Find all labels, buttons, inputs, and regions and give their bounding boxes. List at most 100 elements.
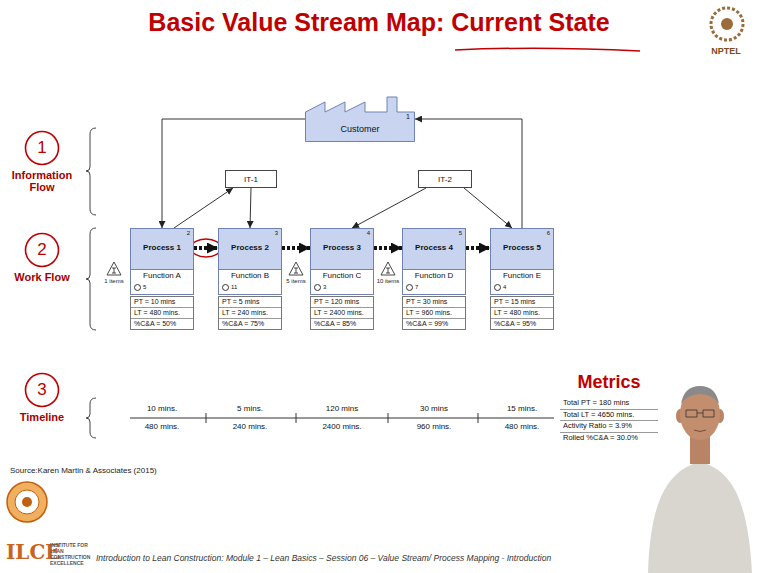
process-body: Function A5 (131, 269, 193, 294)
function-row: Function D (403, 270, 465, 282)
inventory-mark (386, 268, 390, 273)
lead-time: 960 mins. (417, 422, 452, 431)
metric-value: Rolled %C&A = 30.0% (563, 433, 638, 442)
operator-icon (406, 284, 413, 291)
metric-value: Total LT = 4650 mins. (563, 410, 634, 419)
name-row: Process 2 (219, 237, 281, 259)
data-row: LT = 480 mins. (131, 308, 193, 319)
label-slot: ILCE (6, 540, 46, 564)
process-header: 2Process 1 (131, 229, 193, 269)
process-time: 10 mins. (147, 404, 177, 413)
data-row: %C&A = 75% (219, 319, 281, 329)
process-header: 6Process 5 (491, 229, 553, 269)
process-metric: PT = 120 mins (314, 298, 359, 305)
process-metric: %C&A = 75% (222, 320, 264, 327)
label-slot: 30 mins (394, 404, 474, 413)
number-row: 4 (311, 229, 373, 237)
process-header: 4Process 3 (311, 229, 373, 269)
callout-number: 4 (367, 230, 370, 236)
process-time: 5 mins. (237, 404, 263, 413)
data-row: LT = 480 mins. (491, 308, 553, 319)
brackets (86, 128, 96, 438)
bracket (86, 228, 96, 330)
data-box: PT = 10 minsLT = 480 mins.%C&A = 50% (130, 296, 194, 330)
callout-number: 6 (547, 230, 550, 236)
label-slot: 480 mins. (482, 422, 562, 431)
section-number: 2 (37, 240, 46, 259)
operator-row: 7 (403, 282, 465, 292)
data-row: LT = 240 mins. (219, 308, 281, 319)
label-slot: 120 mins (302, 404, 382, 413)
label-slot: 15 mins. (482, 404, 562, 413)
inventory-count: 10 items (377, 278, 400, 284)
process-time: 30 mins (420, 404, 448, 413)
callout-number: 2 (187, 230, 190, 236)
name-row: Process 5 (491, 237, 553, 259)
name-row: Process 3 (311, 237, 373, 259)
factory-outline (305, 96, 415, 142)
label-slot: 960 mins. (394, 422, 474, 431)
glasses (686, 410, 714, 417)
operator-row: 5 (131, 282, 193, 292)
logo-inner (15, 490, 39, 514)
section-heading: Information Flow (12, 169, 73, 193)
section-circle: 3Timeline (24, 372, 60, 408)
operator-icon (314, 284, 321, 291)
function-row: Function C (311, 270, 373, 282)
process-metric: %C&A = 85% (314, 320, 356, 327)
section-heading: Timeline (20, 411, 64, 423)
nptel-logo (711, 8, 743, 40)
heading-row: Work Flow (6, 271, 78, 283)
callout-number: 1 (406, 113, 410, 120)
name-row: Process 1 (131, 237, 193, 259)
operator-icon (134, 284, 141, 291)
red-annotation (191, 239, 221, 257)
iit-logo (7, 482, 47, 522)
lead-time: 480 mins. (505, 422, 540, 431)
function-name: Function E (503, 271, 541, 280)
process-body: Function B 11 (219, 269, 281, 294)
mouth (694, 430, 706, 432)
push-arrow (466, 246, 490, 250)
logo-text: NPTEL (711, 46, 741, 56)
system-name: IT-1 (244, 175, 258, 184)
inventory-triangle (289, 262, 303, 275)
customer-factory: 1Customer (305, 96, 415, 142)
operator-row: 11 (219, 282, 281, 292)
number-row: 5 (403, 229, 465, 237)
operator-icon (222, 284, 229, 291)
operator-row: 3 (311, 282, 373, 292)
name-row: Customer (305, 121, 415, 137)
push-arrow (194, 246, 218, 250)
hair (681, 386, 719, 404)
label-slot: Metrics (564, 372, 654, 393)
function-name: Function B (231, 271, 269, 280)
push-arrow (282, 246, 310, 250)
logo-ring (7, 482, 47, 522)
callout-number: 5 (459, 230, 462, 236)
factory-shape (306, 97, 415, 142)
function-name: Function D (415, 271, 454, 280)
information-arrow (174, 188, 233, 228)
information-arrow (352, 188, 426, 228)
section-number: 3 (37, 380, 46, 399)
lead-time: 480 mins. (145, 422, 180, 431)
process-box: 2Process 1Function A5 (130, 228, 194, 295)
bracket (86, 398, 96, 438)
data-row: LT = 2400 mins. (311, 308, 373, 319)
data-box: PT = 120 mins LT = 2400 mins.%C&A = 85% (310, 296, 374, 330)
data-row: Rolled %C&A = 30.0% (560, 433, 658, 444)
label-slot: 5 items (282, 278, 310, 284)
process-box: 3Process 2Function B11 (218, 228, 282, 295)
number-row: 3 (24, 372, 60, 408)
lead-time: 2400 mins. (322, 422, 361, 431)
process-metric: %C&A = 50% (134, 320, 176, 327)
name-row: Process 4 (403, 237, 465, 259)
section-number: 1 (37, 138, 46, 157)
data-row: %C&A = 50% (131, 319, 193, 329)
metric-value: Total PT = 180 mins (563, 398, 629, 407)
data-box: PT = 5 minsLT = 240 mins.%C&A = 75% (218, 296, 282, 330)
process-box: 6Process 5Function E4 (490, 228, 554, 295)
information-arrow (250, 188, 251, 228)
process-metric: PT = 15 mins (494, 298, 535, 305)
